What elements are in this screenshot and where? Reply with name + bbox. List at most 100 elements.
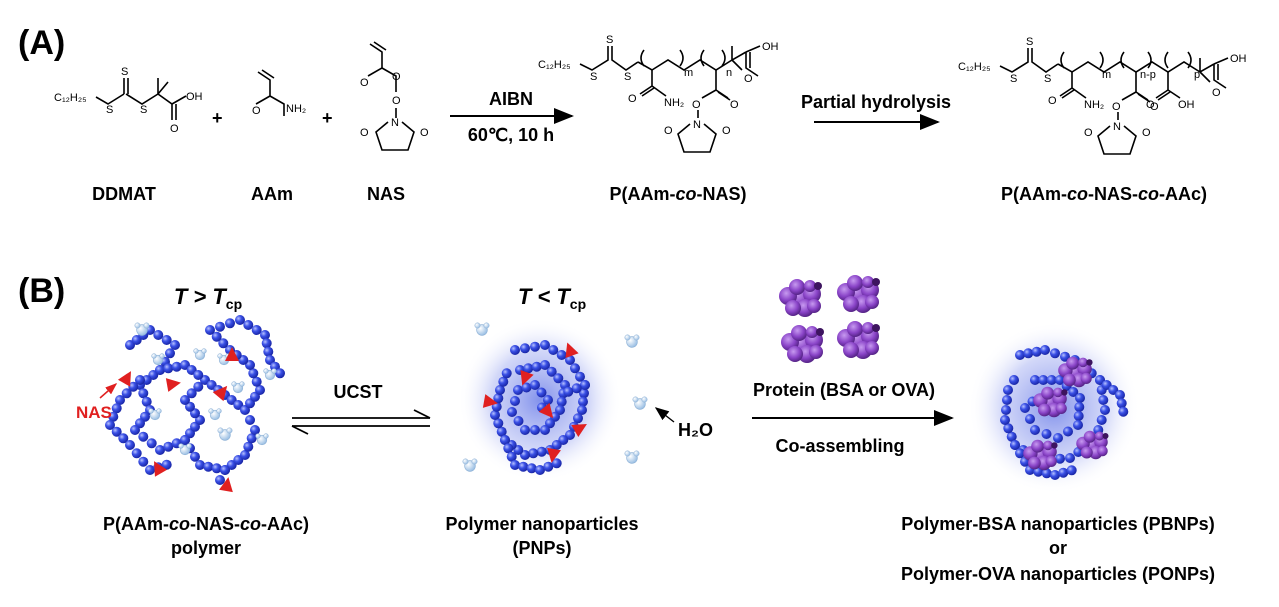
svg-text:O: O — [744, 73, 753, 85]
pbnp-embedded-proteins — [1023, 356, 1109, 471]
polymer-bead — [146, 438, 157, 449]
polymer-bead — [180, 435, 190, 445]
polymer-bead — [510, 460, 520, 470]
polymer-bead — [523, 363, 534, 374]
svg-text:O: O — [628, 93, 637, 105]
water-hydrogen — [462, 458, 469, 465]
protein-lobe — [809, 345, 823, 359]
polymer-bead — [108, 411, 119, 422]
svg-text:O: O — [1084, 127, 1093, 139]
protein-lobe — [865, 295, 879, 309]
polymer-bead — [579, 388, 589, 399]
polymer-bead — [530, 425, 540, 435]
polymer-bead — [518, 461, 529, 472]
polymer-bead — [506, 451, 517, 462]
polymer-bead — [540, 360, 550, 370]
polymer-bead — [531, 361, 542, 372]
polymer-bead — [526, 463, 537, 474]
polymer-bead — [500, 435, 510, 445]
nas-marker — [547, 447, 561, 463]
label-product1: P(AAm-co-NAS) — [609, 184, 746, 204]
svg-text:O: O — [1048, 95, 1057, 107]
polymer-bead — [130, 425, 140, 435]
h2o-pointer-arrow — [654, 407, 675, 423]
polymer-bead — [225, 318, 235, 329]
water-hydrogen — [208, 408, 214, 414]
polymer-bead — [1100, 405, 1110, 415]
water-molecules-middle — [462, 322, 648, 472]
label-product2: P(AAm-co-NAS-co-AAc) — [1001, 184, 1207, 204]
protein-lobe — [1063, 373, 1076, 387]
water-hydrogen — [633, 334, 640, 341]
water-hydrogen — [483, 322, 490, 329]
polymer-bead — [1030, 425, 1040, 435]
protein-molecule — [837, 321, 880, 359]
protein-label: Protein (BSA or OVA) — [753, 380, 935, 400]
svg-text:O: O — [730, 99, 739, 111]
polymer-bead — [161, 459, 172, 470]
svg-text:O: O — [1112, 101, 1121, 113]
nas-marker — [117, 371, 131, 387]
svg-text:O: O — [1142, 127, 1151, 139]
water-hydrogen — [193, 348, 199, 354]
protein-lobe — [1045, 455, 1057, 467]
polymer-bead — [1023, 348, 1034, 359]
svg-text:S: S — [1026, 36, 1033, 48]
polymer-bead — [1040, 345, 1050, 355]
polymer-bead — [1068, 387, 1079, 397]
polymer-bead — [540, 425, 550, 435]
ddmat-c12h25: C₁₂H₂₅ — [54, 92, 87, 104]
polymer-bead — [1073, 411, 1084, 421]
protein-molecules — [779, 275, 880, 363]
t-less-tcp: T < Tcp — [518, 284, 586, 312]
polymer-bead — [510, 396, 520, 406]
protein-lobe — [1038, 403, 1051, 417]
nas-structure: O O O N O O — [360, 41, 429, 151]
protein-lobe — [862, 322, 874, 334]
polymer-bead — [245, 415, 255, 425]
water-hydrogen — [148, 408, 154, 414]
svg-text:O: O — [392, 71, 401, 83]
polymer-bead — [565, 355, 575, 365]
polymer-bead — [1041, 468, 1052, 479]
polymer-bead — [251, 376, 262, 387]
svg-text:NH₂: NH₂ — [664, 97, 684, 109]
protein-lobe — [1066, 356, 1079, 370]
polymer-bead — [161, 335, 172, 345]
polymer-bead — [125, 440, 135, 450]
polymer-bead — [536, 387, 547, 398]
polymer-bead — [186, 388, 197, 399]
svg-text:OH: OH — [1178, 99, 1195, 111]
protein-lobe — [847, 275, 863, 291]
nas-marker — [154, 461, 168, 477]
pnp-glow — [458, 318, 622, 482]
nas-markers-left — [117, 347, 239, 493]
svg-text:S: S — [140, 104, 147, 116]
protein-molecule — [779, 279, 822, 317]
water-hydrogen — [134, 322, 141, 329]
polymer-bead — [121, 388, 132, 399]
water-hydrogen — [641, 396, 648, 403]
svg-text:m: m — [1102, 69, 1111, 81]
svg-text:NH₂: NH₂ — [1084, 99, 1104, 111]
polymer-bead — [128, 381, 139, 392]
polymer-bead — [551, 458, 562, 469]
water-hydrogen — [263, 368, 269, 374]
pbnp-label-line2: or — [1049, 538, 1067, 558]
protein-lobe — [843, 342, 859, 358]
h2o-label: H₂O — [678, 420, 713, 440]
product1-structure: C₁₂H₂₅ S S S m n OH O O NH₂ O O N O O — [538, 34, 779, 153]
pnp-label-line1: Polymer nanoparticles — [445, 514, 638, 534]
polymer-bead — [115, 395, 125, 405]
svg-text:N: N — [693, 119, 701, 131]
polymer-bead — [493, 393, 504, 404]
nas-markers-middle — [482, 342, 587, 463]
protein-lobe — [787, 346, 803, 362]
svg-text:OH: OH — [762, 41, 779, 53]
polymer-bead — [556, 396, 567, 407]
protein-lobe — [865, 341, 879, 355]
polymer-bead — [1096, 415, 1107, 425]
polymer-bead — [111, 403, 122, 414]
polymer-bead — [203, 461, 214, 472]
polymer-bead — [215, 321, 225, 332]
